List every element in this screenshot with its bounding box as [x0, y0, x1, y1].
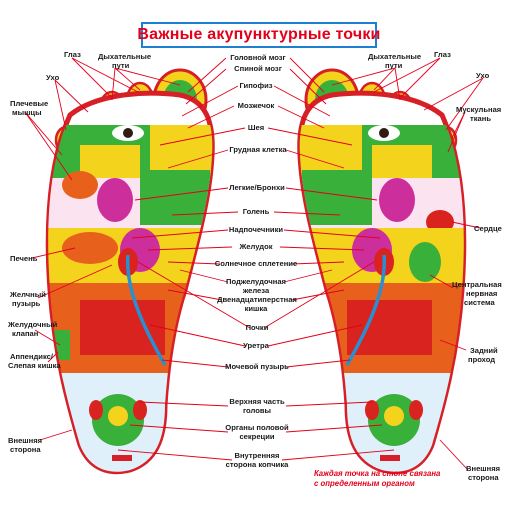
label-appendix-1: Аппендикс/	[10, 352, 54, 361]
label-genitals-1: Органы половой	[225, 423, 289, 432]
label-cns-2: нервная	[466, 289, 497, 298]
title: Важные акупунктурные точки	[137, 26, 381, 43]
label-stomach-valve-2: клапан	[12, 329, 39, 338]
label-airways-right-1: Дыхательные	[368, 52, 421, 61]
label-shoulder-2: мышцы	[12, 108, 42, 117]
footnote: Каждая точка на стопе связана с определе…	[314, 469, 441, 488]
label-muscle-1: Мускульная	[456, 105, 501, 114]
label-stomach: Желудок	[238, 242, 272, 251]
label-head-top-1: Верхняя часть	[229, 397, 285, 406]
label-shoulder-1: Плечевые	[10, 99, 48, 108]
label-muscle-2: ткань	[470, 114, 491, 123]
label-coccyx-1: Внутренняя	[234, 451, 279, 460]
label-airways-right-2: пути	[385, 61, 403, 70]
label-lungs: Легкие/Бронхи	[229, 183, 285, 192]
label-gallbladder-2: пузырь	[12, 299, 41, 308]
label-duodenum-1: Двенадцатиперстная	[217, 295, 297, 304]
label-anus-2: проход	[468, 355, 495, 364]
label-urethra: Уретра	[243, 341, 270, 350]
label-outer-side-left-1: Внешняя	[8, 436, 42, 445]
label-airways-left-2: пути	[112, 61, 130, 70]
label-cerebellum: Мозжечок	[238, 101, 275, 110]
label-eye-left: Глаз	[64, 50, 81, 59]
label-kidneys: Почки	[246, 323, 269, 332]
labels-left: Глаз Дыхательные пути Ухо Плечевые мышцы…	[7, 50, 151, 454]
label-solar-plexus: Солнечное сплетение	[215, 259, 297, 268]
label-ear-left: Ухо	[46, 73, 60, 82]
label-brain: Головной мозг	[230, 53, 285, 62]
right-lung	[379, 178, 415, 222]
right-foot	[297, 68, 467, 475]
label-neck: Шея	[248, 123, 264, 132]
label-cns-3: система	[464, 298, 495, 307]
footnote-line-2: с определенным органом	[314, 479, 415, 488]
label-gallbladder-1: Желчный	[9, 290, 46, 299]
label-adrenals: Надпочечники	[229, 225, 283, 234]
label-liver: Печень	[10, 254, 38, 263]
label-shin: Голень	[243, 207, 270, 216]
label-duodenum-2: кишка	[245, 304, 269, 313]
label-anus-1: Задний	[470, 346, 498, 355]
label-appendix-2: Слепая кишка	[8, 361, 61, 370]
label-pancreas-2: железа	[242, 286, 270, 295]
label-airways-left-1: Дыхательные	[98, 52, 151, 61]
label-genitals-2: секреции	[239, 432, 274, 441]
label-ear-right: Ухо	[476, 71, 490, 80]
label-chest: Грудная клетка	[229, 145, 287, 154]
label-outer-side-right-2: сторона	[468, 473, 499, 482]
label-coccyx-2: сторона копчика	[226, 460, 289, 469]
left-liver	[62, 232, 118, 264]
label-eye-right: Глаз	[434, 50, 451, 59]
label-pituitary: Гипофиз	[239, 81, 272, 90]
labels-right: Дыхательные пути Глаз Ухо Мускульная тка…	[368, 50, 502, 482]
label-heart: Сердце	[474, 224, 502, 233]
label-outer-side-left-2: сторона	[10, 445, 41, 454]
left-foot	[45, 68, 215, 475]
left-lung	[97, 178, 133, 222]
labels-center: Головной мозг Спиной мозг Гипофиз Мозжеч…	[215, 53, 297, 469]
label-outer-side-right-1: Внешняя	[466, 464, 500, 473]
leader-lines	[24, 57, 484, 471]
label-cns-1: Центральная	[452, 280, 502, 289]
footnote-line-1: Каждая точка на стопе связана	[314, 469, 441, 478]
label-stomach-valve-1: Желудочный	[7, 320, 58, 329]
label-spinal-cord: Спиной мозг	[234, 64, 282, 73]
title-box: Важные акупунктурные точки	[137, 22, 380, 48]
label-head-top-2: головы	[243, 406, 271, 415]
label-bladder: Мочевой пузырь	[225, 362, 289, 371]
label-pancreas-1: Поджелудочная	[226, 277, 286, 286]
